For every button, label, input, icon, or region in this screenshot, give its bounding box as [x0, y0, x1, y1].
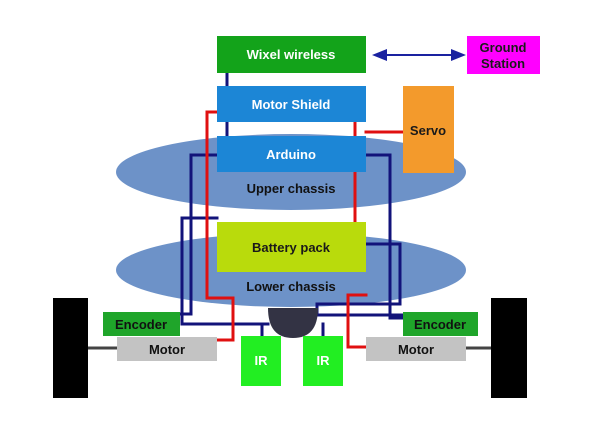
left-ir-box	[241, 336, 281, 386]
right-motor-label: Motor	[398, 342, 434, 357]
wixel-wireless-label: Wixel wireless	[247, 47, 336, 62]
ground-station-box	[467, 36, 540, 74]
servo-label: Servo	[410, 123, 446, 138]
blue-wiring	[178, 72, 407, 338]
right-motor-box	[366, 337, 466, 361]
ground-station-label-line1: Ground	[480, 40, 527, 55]
ground-station-label-line2: Station	[481, 56, 525, 71]
battery-pack-box	[217, 222, 366, 272]
wireless-link	[372, 49, 466, 61]
arduino-box	[217, 136, 366, 172]
red-wire-battery-to-right-motor	[346, 293, 368, 349]
left-wheel	[53, 298, 88, 398]
arrow-right-icon	[451, 49, 466, 61]
left-encoder-box	[103, 312, 180, 336]
right-ir-box	[303, 336, 343, 386]
wixel-wireless-box	[217, 36, 366, 73]
lower-chassis-label: Lower chassis	[246, 279, 336, 294]
upper-chassis-label: Upper chassis	[247, 181, 336, 196]
servo-box	[403, 86, 454, 173]
blue-wire-battery-left	[180, 216, 270, 326]
blue-wire-right-loop	[315, 242, 407, 317]
arrow-left-icon	[372, 49, 387, 61]
right-encoder-label: Encoder	[414, 317, 466, 332]
left-encoder-label: Encoder	[115, 317, 167, 332]
right-encoder-box	[403, 312, 478, 336]
battery-pack-label: Battery pack	[252, 240, 331, 255]
blue-wire-left-encoder	[178, 153, 219, 316]
left-ir-label: IR	[255, 353, 269, 368]
motor-shield-label: Motor Shield	[252, 97, 331, 112]
blue-wire-right-encoder	[364, 153, 405, 320]
arduino-label: Arduino	[266, 147, 316, 162]
right-ir-label: IR	[317, 353, 331, 368]
left-motor-label: Motor	[149, 342, 185, 357]
caster-wheel	[268, 308, 318, 338]
red-wire-shield-to-left-motor	[205, 110, 235, 342]
left-motor-box	[117, 337, 217, 361]
right-wheel	[491, 298, 527, 398]
motor-shield-box	[217, 86, 366, 122]
